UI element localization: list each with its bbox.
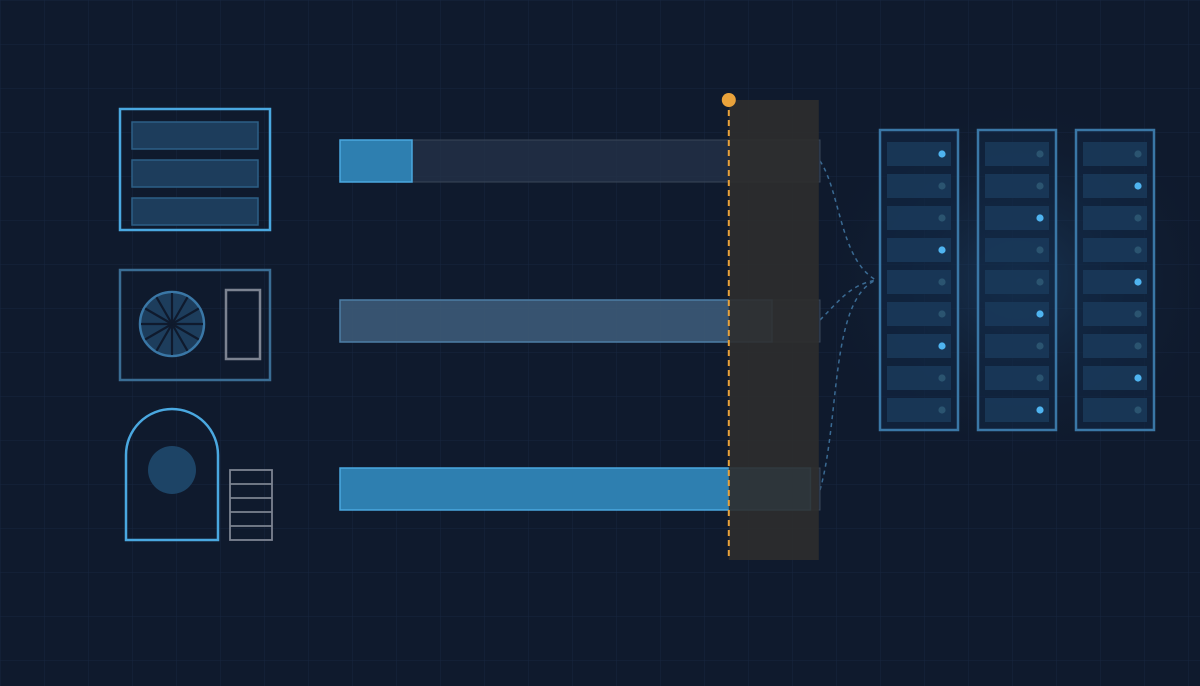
status-led <box>938 278 946 286</box>
status-led <box>1134 246 1142 254</box>
status-led <box>938 406 946 414</box>
status-led <box>1036 374 1044 382</box>
status-led <box>1036 278 1044 286</box>
status-led <box>938 310 946 318</box>
status-led <box>1134 310 1142 318</box>
stacked-storage-icon <box>118 107 272 232</box>
server-rack <box>976 128 1058 432</box>
status-led <box>938 374 946 382</box>
status-led <box>1036 150 1044 158</box>
status-led <box>1036 214 1044 222</box>
status-led <box>938 150 946 158</box>
status-led <box>1036 406 1044 414</box>
status-led <box>938 342 946 350</box>
server-rack <box>1074 128 1156 432</box>
server-rack <box>878 128 960 432</box>
bar-fill-cooling-unit <box>339 299 773 343</box>
status-led <box>938 182 946 190</box>
status-led <box>938 214 946 222</box>
status-led <box>1036 246 1044 254</box>
threshold-zone <box>728 100 819 560</box>
status-led <box>1036 342 1044 350</box>
status-led <box>1134 182 1142 190</box>
status-led <box>1134 150 1142 158</box>
bar-fill-storage-unit <box>339 139 413 183</box>
status-led <box>1134 406 1142 414</box>
status-led <box>938 246 946 254</box>
status-led <box>1036 310 1044 318</box>
cooling-fan-unit-icon <box>118 268 272 382</box>
arched-generator-icon <box>124 407 273 542</box>
status-led <box>1134 278 1142 286</box>
connector-lines <box>819 160 877 491</box>
threshold-handle[interactable] <box>721 93 736 107</box>
status-led <box>1036 182 1044 190</box>
status-led <box>1134 374 1142 382</box>
status-led <box>1134 214 1142 222</box>
status-led <box>1134 342 1142 350</box>
server-racks <box>878 128 1156 432</box>
